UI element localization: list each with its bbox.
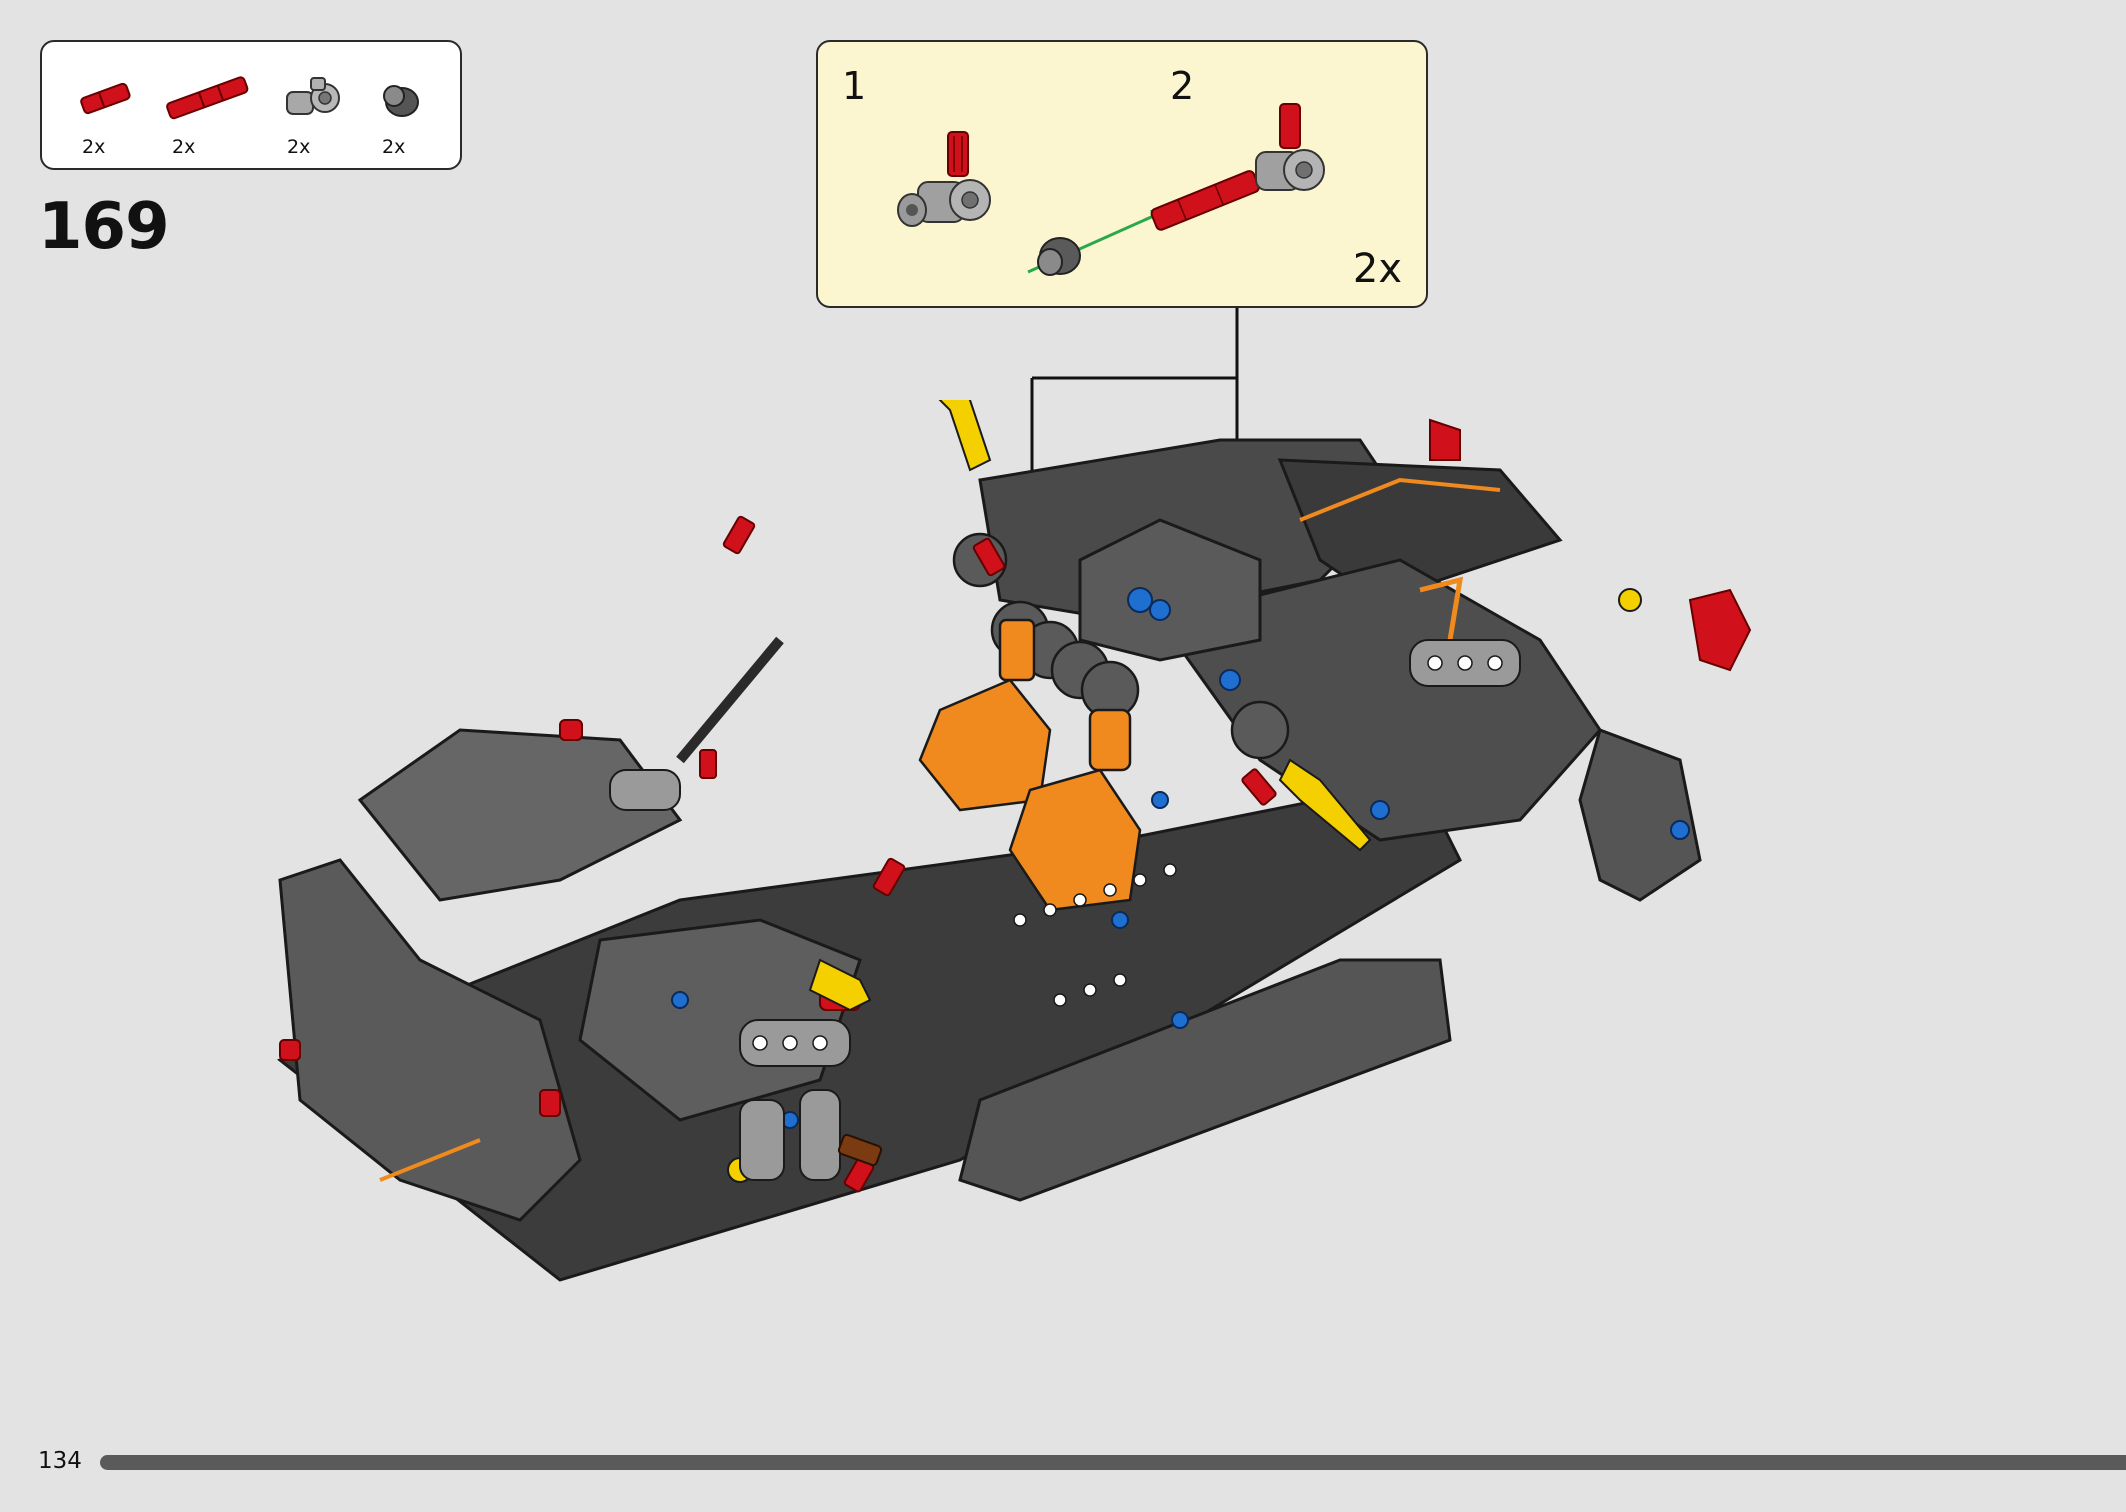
part-item: 2x xyxy=(162,70,249,160)
red-axle-pin-long-icon xyxy=(166,76,249,120)
part-item: 2x xyxy=(277,70,357,160)
grey-cross-connector-icon xyxy=(286,77,340,115)
subassembly-callout: 1 2 2x xyxy=(816,40,1428,308)
substep-number: 2 xyxy=(1170,64,1195,108)
substep-number: 1 xyxy=(842,64,867,108)
part-item: 2x xyxy=(372,70,452,160)
substep-2-assembly-icon xyxy=(1027,103,1325,276)
substep-1-assembly-icon xyxy=(897,131,991,227)
part-qty: 2x xyxy=(287,136,311,158)
dark-bush-icon xyxy=(383,85,419,117)
part-qty: 2x xyxy=(82,136,106,158)
red-axle-pin-short-icon xyxy=(80,82,131,115)
page-progress-bar xyxy=(100,1455,2126,1470)
lego-car-model-illustration xyxy=(277,400,1752,1282)
callout-quantity: 2x xyxy=(1352,246,1402,292)
part-qty: 2x xyxy=(382,136,406,158)
part-qty: 2x xyxy=(172,136,196,158)
page-number: 134 xyxy=(38,1448,82,1474)
part-item: 2x xyxy=(72,70,152,160)
parts-list-box: 2x 2x 2x 2x xyxy=(40,40,462,170)
step-number: 169 xyxy=(38,190,170,264)
